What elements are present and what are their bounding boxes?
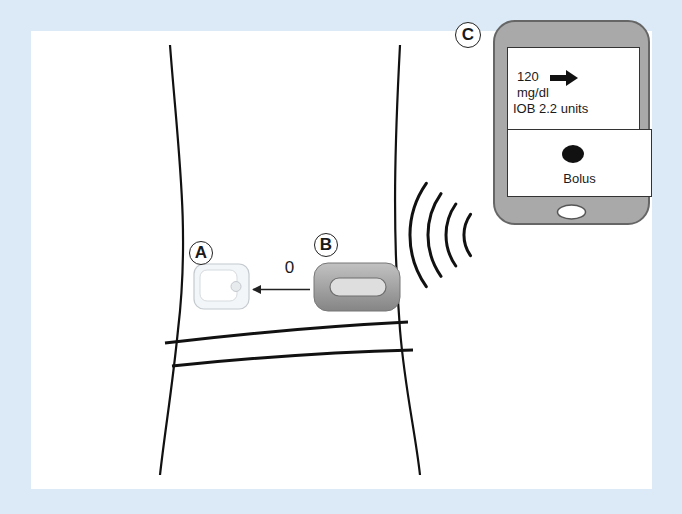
pump-drawing	[193, 263, 250, 310]
sensor-drawing	[313, 262, 401, 312]
sensor-button	[330, 278, 386, 296]
callout-letter: C	[455, 22, 481, 48]
bolus-button	[562, 145, 584, 163]
screen-reading: IOB 2.2 units	[513, 101, 588, 117]
sensor-body	[314, 263, 400, 311]
bolus-button-drawing	[508, 130, 641, 198]
glucose-panel: 120mg/dlIOB 2.2 units	[507, 47, 640, 131]
edge-label: 0	[283, 258, 296, 278]
wireless-signal	[410, 183, 471, 286]
white-panel	[31, 31, 652, 489]
waistband-line	[172, 350, 413, 366]
callout-letter: B	[314, 233, 338, 257]
signal-arc	[464, 214, 471, 255]
signal-arc	[446, 204, 456, 266]
edge-label-holder: 0	[290, 258, 303, 278]
torso-outline	[395, 45, 420, 475]
signal-arc	[410, 183, 426, 286]
trend-arrow-shape	[550, 70, 578, 86]
trend-arrow	[550, 70, 580, 86]
bolus-panel: Bolus	[507, 129, 652, 197]
pump-body	[194, 264, 249, 309]
waistband-line	[165, 322, 408, 343]
pump-port	[231, 282, 241, 292]
screen-reading: mg/dl	[517, 85, 549, 101]
bolus-button-label: Bolus	[512, 171, 647, 187]
connector-arrow	[253, 289, 310, 291]
home-button	[558, 205, 586, 219]
smartphone: C120mg/dlIOB 2.2 unitsBolus	[493, 20, 650, 225]
patch-pump: A	[193, 263, 250, 310]
signal-arc	[428, 194, 441, 277]
callout-letter: A	[189, 241, 213, 265]
torso-outline	[160, 45, 183, 475]
cgm-sensor: B	[313, 262, 401, 312]
screen-reading: 120	[517, 69, 539, 85]
